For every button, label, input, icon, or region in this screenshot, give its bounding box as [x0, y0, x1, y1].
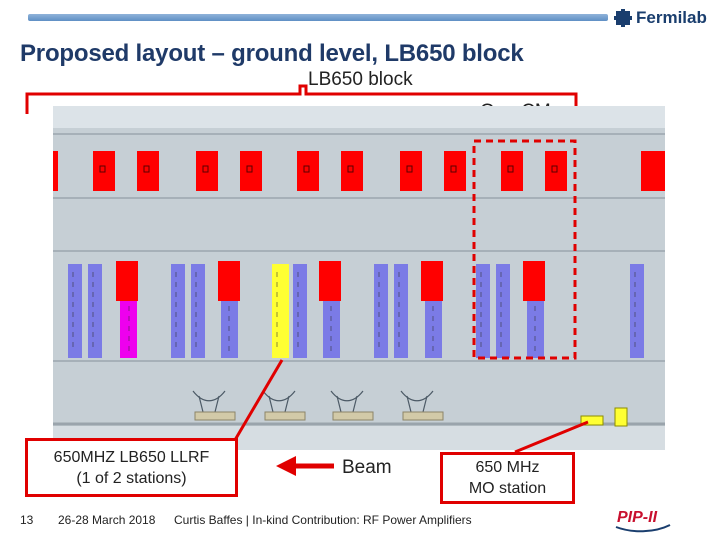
footer-credit: Curtis Baffes | In-kind Contribution: RF…: [174, 513, 472, 527]
footer-date: 26-28 March 2018: [58, 513, 156, 527]
floor-layout-drawing: [53, 106, 665, 450]
fermilab-logo-text: Fermilab: [636, 8, 707, 27]
rack-blue: [374, 264, 388, 358]
rack-red: [93, 151, 115, 191]
slide-number: 13: [20, 513, 34, 527]
rack-blue: [527, 301, 544, 358]
page-title: Proposed layout – ground level, LB650 bl…: [20, 40, 524, 67]
rack-red: [196, 151, 218, 191]
top-strip: [53, 106, 665, 128]
rack-red: [240, 151, 262, 191]
mo-callout: 650 MHz MO station: [440, 452, 575, 504]
top-red-racks: [53, 151, 665, 191]
mo-station-rack: [580, 415, 604, 426]
cryomodule-base: [402, 411, 444, 421]
rack-blue: [425, 301, 442, 358]
rack-columns: [68, 264, 644, 358]
rack-red: [116, 261, 138, 301]
rack-blue: [476, 264, 490, 358]
rack-red: [523, 261, 545, 301]
coupler-group: [192, 390, 434, 413]
rack-red: [297, 151, 319, 191]
rack-blue: [68, 264, 82, 358]
rack-red: [444, 151, 466, 191]
rack-yellow: [272, 264, 289, 358]
cryomodule-base: [264, 411, 306, 421]
mo-callout-text: 650 MHz MO station: [468, 459, 547, 497]
rack-blue: [293, 264, 307, 358]
header-bar: [28, 14, 608, 21]
rack-red: [319, 261, 341, 301]
floor-layout: [53, 106, 665, 450]
rack-red: [641, 151, 665, 191]
lb650-block-label: LB650 block: [308, 69, 413, 90]
rack-blue: [323, 301, 340, 358]
rack-red: [137, 151, 159, 191]
rack-blue: [88, 264, 102, 358]
cryomodule-base: [332, 411, 374, 421]
rack-red: [341, 151, 363, 191]
rack-blue: [496, 264, 510, 358]
beam-label: Beam: [342, 457, 392, 478]
fermilab-logo: Fermilab: [614, 6, 707, 30]
fermilab-logo-icon: [614, 9, 632, 27]
rack-blue: [171, 264, 185, 358]
llrf-callout-text: 650MHZ LB650 LLRF (1 of 2 stations): [53, 448, 210, 487]
pip-ii-logo-text: PIP-II: [617, 509, 658, 526]
rack-red: [421, 261, 443, 301]
llrf-callout: 650MHZ LB650 LLRF (1 of 2 stations): [25, 438, 238, 497]
rack-red: [545, 151, 567, 191]
pip-ii-logo-icon: PIP-II: [615, 509, 671, 533]
rack-blue: [191, 264, 205, 358]
rack-magenta: [120, 301, 137, 358]
rack-blue: [394, 264, 408, 358]
rack-red: [218, 261, 240, 301]
rack-red: [400, 151, 422, 191]
cryomodule-base: [194, 411, 236, 421]
mo-station-rack: [614, 407, 628, 427]
rack-blue: [630, 264, 644, 358]
rack-red: [53, 151, 58, 191]
rack-red: [501, 151, 523, 191]
rack-blue: [221, 301, 238, 358]
